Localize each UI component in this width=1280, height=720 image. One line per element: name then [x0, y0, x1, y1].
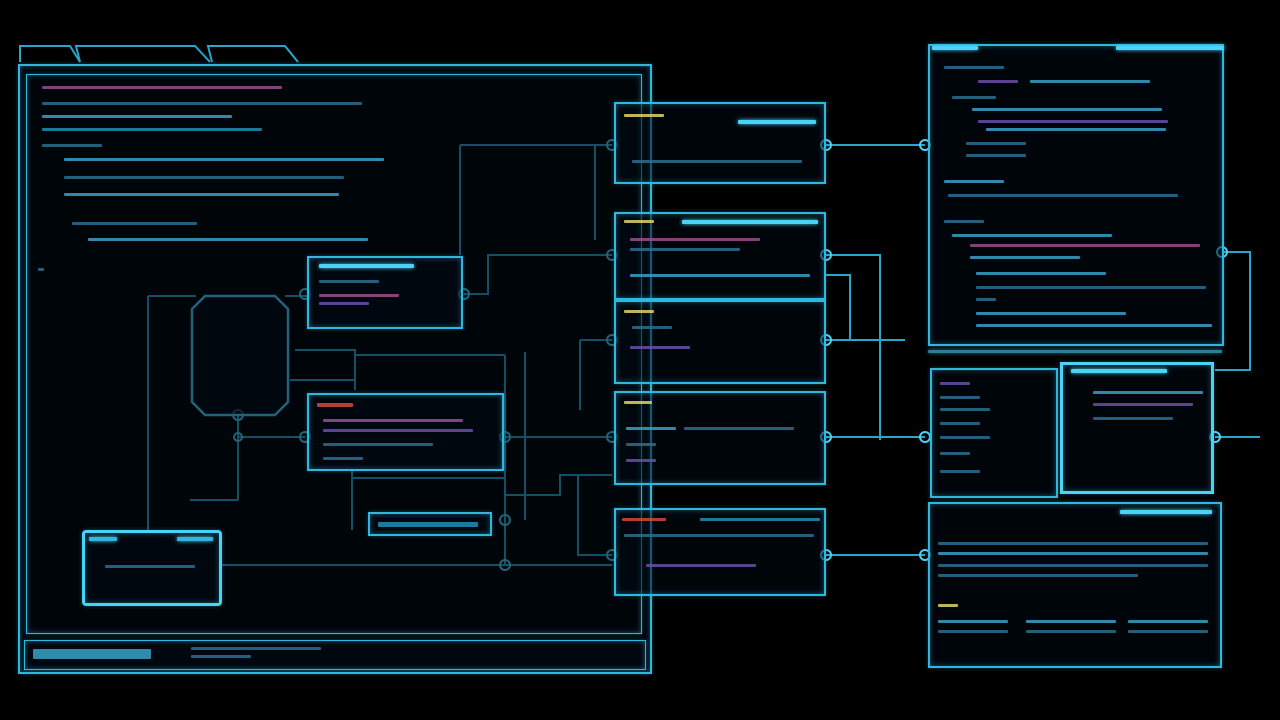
- center-node-3[interactable]: [614, 300, 826, 384]
- terminal-node[interactable]: [82, 530, 222, 606]
- text-field-node[interactable]: [368, 512, 492, 536]
- center-node-1[interactable]: [614, 102, 826, 184]
- center-node-4[interactable]: [614, 391, 826, 485]
- right-preview-panel[interactable]: [1060, 362, 1214, 494]
- code-node-b[interactable]: [307, 393, 504, 471]
- center-node-5[interactable]: [614, 508, 826, 596]
- right-panel-underline: [928, 350, 1222, 353]
- code-node-a[interactable]: [307, 256, 463, 329]
- right-list-panel[interactable]: [930, 368, 1058, 498]
- right-details-panel[interactable]: [928, 502, 1222, 668]
- tab-outline-2: [74, 45, 211, 63]
- tab-outline-1: [19, 45, 81, 63]
- status-bar: [24, 640, 646, 670]
- center-node-2[interactable]: [614, 212, 826, 300]
- tab-outline-3: [206, 45, 299, 63]
